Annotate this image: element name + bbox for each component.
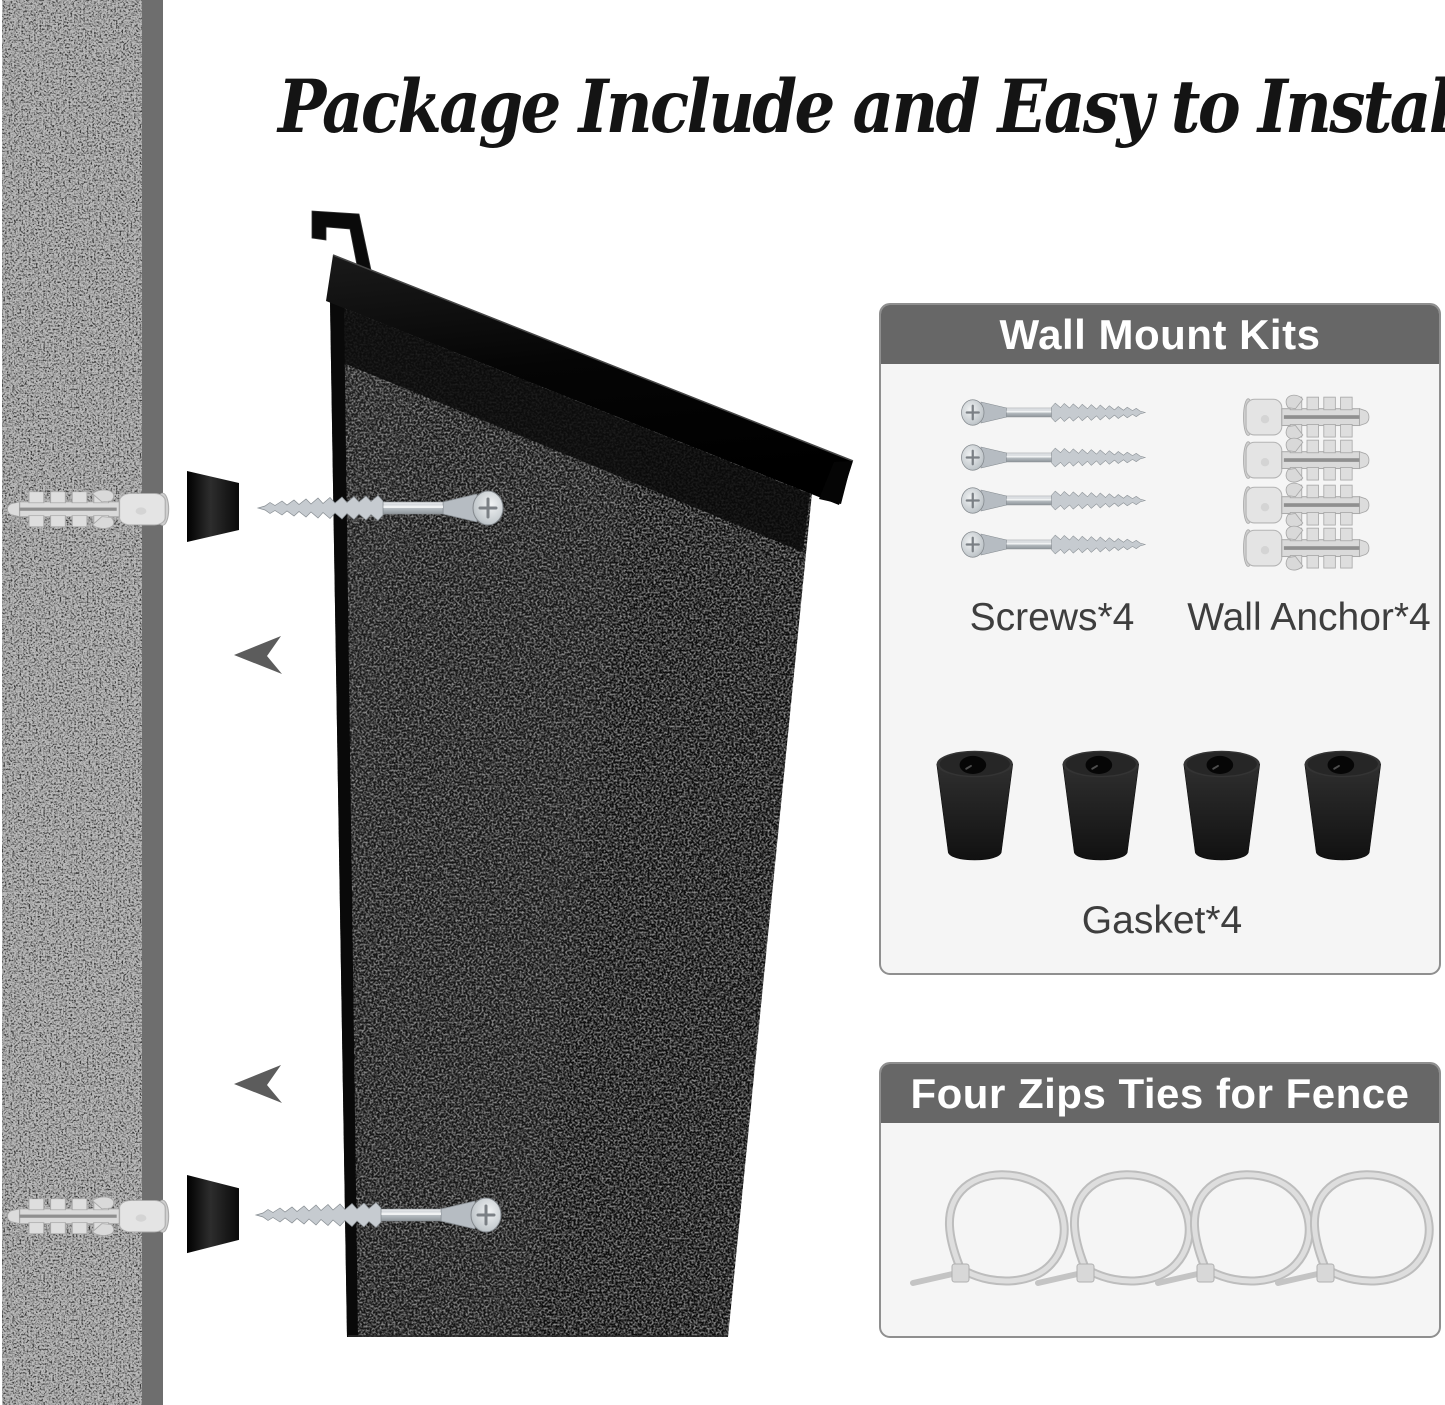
gasket-label: Gasket*4	[1081, 899, 1243, 942]
zip-ties-art	[881, 1123, 1439, 1336]
gasket-icon	[935, 749, 1014, 861]
wall-anchor-icon	[1242, 482, 1370, 528]
screws-label: Screws*4	[969, 596, 1135, 639]
screw-icon	[960, 486, 1147, 515]
screw-icon	[960, 443, 1147, 472]
wall-mount-kits-body: Screws*4 Wall Anchor*4 Gasket*4	[881, 364, 1439, 973]
gasket-side-icon	[187, 471, 239, 542]
mailbox-roof	[326, 255, 853, 505]
arrow-left-icon	[234, 1065, 282, 1103]
zip-tie-icon	[913, 1175, 1064, 1283]
screw-icon	[960, 530, 1147, 559]
wall-anchor-label: Wall Anchor*4	[1187, 596, 1431, 639]
mailbox-left-edge	[330, 301, 358, 1337]
arrow-left-icon	[234, 636, 282, 674]
mailbox-body	[330, 301, 812, 1337]
mailbox-roof-highlight	[332, 254, 854, 462]
mailbox-side	[311, 210, 854, 1337]
wall-anchor-icon	[1242, 525, 1370, 571]
zip-tie-icon	[1158, 1175, 1309, 1283]
page-title: Package Include and Easy to Install	[278, 64, 1445, 150]
zip-ties-panel: Four Zips Ties for Fence	[879, 1062, 1441, 1338]
gasket-icon	[1182, 749, 1261, 861]
mailbox-underroof-shadow	[331, 303, 810, 552]
wall-anchor-icon	[1242, 394, 1370, 440]
zip-ties-title: Four Zips Ties for Fence	[910, 1069, 1410, 1117]
wall-anchor-icon	[1242, 437, 1370, 483]
wall-mount-kits-header: Wall Mount Kits	[881, 305, 1439, 364]
zip-ties-header: Four Zips Ties for Fence	[881, 1064, 1439, 1123]
zip-ties-body	[881, 1123, 1439, 1336]
mailbox-roof-lip	[819, 461, 852, 504]
wall-post	[2, 0, 163, 1405]
zip-tie-icon	[1278, 1175, 1429, 1283]
wall-mount-kits-panel: Wall Mount Kits Screws*4 Wall Anchor*4 G…	[879, 303, 1441, 975]
gasket-icon	[1303, 749, 1382, 861]
gasket-side-icon	[187, 1175, 239, 1254]
gasket-icon	[1061, 749, 1140, 861]
wall-mount-kits-title: Wall Mount Kits	[999, 310, 1321, 358]
wall-mount-kits-art	[935, 394, 1382, 861]
screw-icon	[960, 398, 1147, 427]
